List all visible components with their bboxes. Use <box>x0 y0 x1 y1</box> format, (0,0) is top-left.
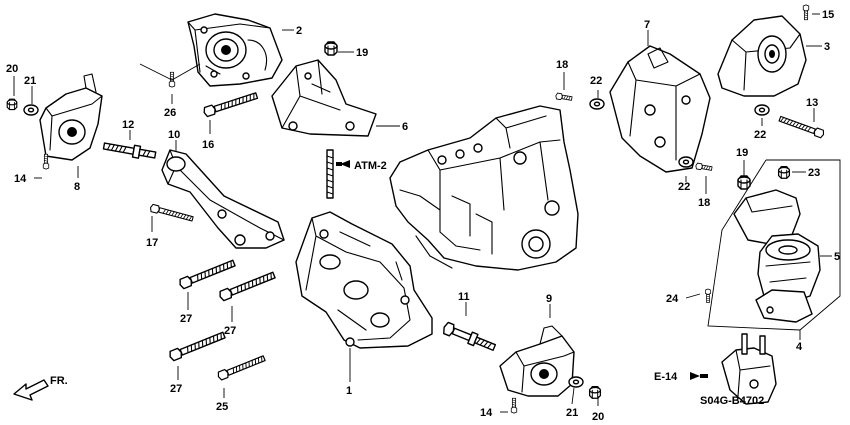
callout-14-lower: 14 <box>480 407 493 419</box>
callout-7: 7 <box>644 19 650 31</box>
atm-2-reference: ATM-2 <box>336 160 387 172</box>
callout-24: 24 <box>666 293 679 305</box>
callout-12: 12 <box>122 119 134 131</box>
transmission-bracket-7 <box>609 45 711 173</box>
mount-bracket-6 <box>271 59 377 137</box>
stud-bolt-12 <box>102 142 157 159</box>
callout-5: 5 <box>834 251 840 263</box>
callout-4: 4 <box>796 341 803 353</box>
bolt-14-lower <box>510 397 518 414</box>
stud-bolt-11 <box>443 321 497 351</box>
leader-lines <box>13 13 832 413</box>
mount-bracket-e14 <box>721 333 777 405</box>
washer-21-left <box>23 104 39 116</box>
callout-21-left: 21 <box>24 75 36 87</box>
assembly-4-bracket-lines <box>707 159 841 331</box>
bolt-25 <box>216 353 267 382</box>
nut-23 <box>777 165 791 179</box>
callout-10: 10 <box>168 129 180 141</box>
callout-8: 8 <box>74 181 80 193</box>
callout-27-c: 27 <box>170 383 182 395</box>
washer-22-c <box>754 104 770 116</box>
bolt-18-top <box>554 92 573 102</box>
callout-9: 9 <box>546 293 552 305</box>
atm-2-label: ATM-2 <box>354 160 387 172</box>
diagram-code: S04G-B4702 <box>700 395 764 407</box>
nut-19-right <box>737 175 751 190</box>
washer-22-a <box>589 98 605 110</box>
callout-27-a: 27 <box>180 313 192 325</box>
lower-mount-9 <box>499 325 575 397</box>
upper-engine-mount <box>187 13 283 87</box>
callout-19-top: 19 <box>356 47 368 59</box>
callout-17: 17 <box>146 237 158 249</box>
callout-1: 1 <box>346 385 352 397</box>
callout-22-b: 22 <box>678 181 690 193</box>
left-mount-8 <box>39 73 103 161</box>
nut-20-lower <box>588 385 602 399</box>
callout-13: 13 <box>806 97 818 109</box>
bolt-14-left <box>42 153 50 170</box>
bolt-17 <box>149 203 195 224</box>
callout-16: 16 <box>202 139 214 151</box>
engine-bracket-1 <box>295 211 433 349</box>
callout-23: 23 <box>808 167 820 179</box>
bolt-27-b <box>217 269 277 303</box>
washer-22-b <box>678 156 694 168</box>
bolt-27-a <box>177 257 237 291</box>
torque-bracket-10 <box>161 149 285 249</box>
mount-insulator-5 <box>733 189 821 323</box>
direction-label: FR. <box>50 375 68 387</box>
front-direction-arrow: FR. <box>13 375 68 401</box>
callout-20-left: 20 <box>6 63 18 75</box>
callout-21-lower: 21 <box>566 407 578 419</box>
callout-27-b: 27 <box>224 325 236 337</box>
callout-6: 6 <box>402 121 408 133</box>
nut-19-top <box>324 41 338 56</box>
bolt-18-lower <box>694 162 713 172</box>
callout-25: 25 <box>216 401 228 413</box>
callout-26: 26 <box>164 107 176 119</box>
callout-18-top: 18 <box>556 59 568 71</box>
bolt-13 <box>777 114 826 139</box>
callout-2: 2 <box>296 25 302 37</box>
bolt-15 <box>802 4 810 21</box>
bolt-27-c <box>167 329 227 363</box>
callout-11: 11 <box>458 291 470 303</box>
nut-20-left <box>6 98 18 111</box>
callout-14-left: 14 <box>14 173 27 185</box>
bolt-16 <box>202 90 259 118</box>
callout-3: 3 <box>824 41 830 53</box>
callout-19-right: 19 <box>736 147 748 159</box>
callout-18-lower: 18 <box>698 197 710 209</box>
engine-block <box>389 105 579 271</box>
stud-bolt-center <box>326 149 334 199</box>
callout-numbers: 2 3 4 5 6 7 8 9 10 11 12 13 14 14 15 16 … <box>6 9 840 423</box>
callout-20-lower: 20 <box>592 411 604 423</box>
washer-21-lower <box>568 376 584 388</box>
e-14-label: E-14 <box>654 371 678 383</box>
e-14-reference: E-14 <box>654 371 708 383</box>
callout-22-c: 22 <box>754 129 766 141</box>
bolt-24 <box>705 288 711 303</box>
upper-right-mount-3 <box>717 15 807 97</box>
callout-22-a: 22 <box>590 75 602 87</box>
callout-15: 15 <box>822 9 834 21</box>
